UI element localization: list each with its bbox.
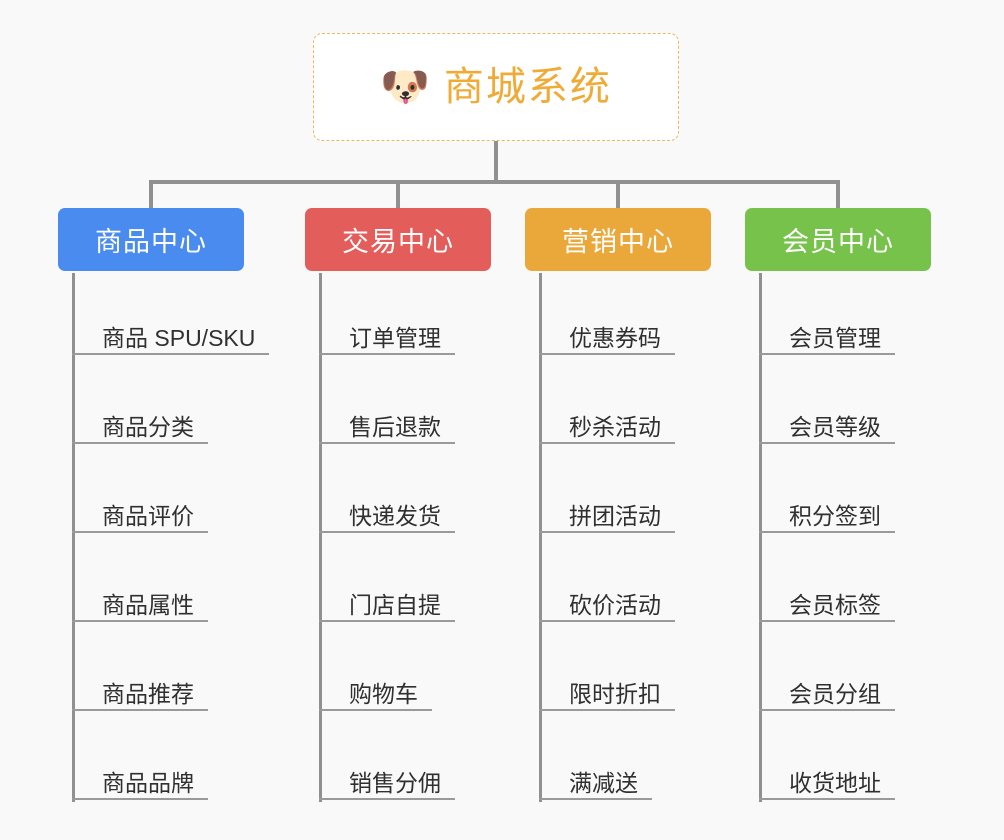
root-title: 商城系统 xyxy=(443,65,612,109)
leaf-item-label: 秒杀活动 xyxy=(569,414,661,440)
category-header-1[interactable]: 商品中心 xyxy=(58,208,244,271)
leaf-item-label: 会员标签 xyxy=(789,592,881,618)
leaf-item-underline xyxy=(759,798,895,800)
leaf-item-underline xyxy=(319,531,455,533)
leaf-item-underline xyxy=(319,620,455,622)
column-spine-4 xyxy=(759,273,762,802)
leaf-item-label: 优惠券码 xyxy=(569,325,661,351)
leaf-item-underline xyxy=(759,353,895,355)
leaf-item-label: 满减送 xyxy=(569,770,638,796)
category-header-label: 交易中心 xyxy=(342,227,454,257)
leaf-item-underline xyxy=(72,531,208,533)
category-header-4[interactable]: 会员中心 xyxy=(745,208,931,271)
branch-drop-connector-4 xyxy=(836,180,840,208)
leaf-item-label: 限时折扣 xyxy=(569,681,661,707)
leaf-item-label: 订单管理 xyxy=(349,325,441,351)
dog-face-icon: 🐶 xyxy=(380,65,430,109)
leaf-item-underline xyxy=(539,798,652,800)
leaf-item-label: 会员分组 xyxy=(789,681,881,707)
category-header-label: 会员中心 xyxy=(782,227,894,257)
leaf-item-label: 售后退款 xyxy=(349,414,441,440)
leaf-item-underline xyxy=(759,620,895,622)
column-spine-1 xyxy=(72,273,75,802)
category-header-3[interactable]: 营销中心 xyxy=(525,208,711,271)
leaf-item-label: 销售分佣 xyxy=(349,770,441,796)
leaf-item-underline xyxy=(539,353,675,355)
leaf-item-underline xyxy=(319,709,432,711)
leaf-item-underline xyxy=(539,442,675,444)
leaf-item-underline xyxy=(759,442,895,444)
leaf-item-label: 门店自提 xyxy=(349,592,441,618)
leaf-item-underline xyxy=(319,353,455,355)
category-header-2[interactable]: 交易中心 xyxy=(305,208,491,271)
leaf-item-label: 快递发货 xyxy=(349,503,441,529)
leaf-item-underline xyxy=(759,709,895,711)
leaf-item-label: 购物车 xyxy=(349,681,418,707)
leaf-item-underline xyxy=(72,798,208,800)
leaf-item-underline xyxy=(759,531,895,533)
leaf-item-underline xyxy=(72,620,208,622)
root-stem-connector xyxy=(494,141,498,184)
leaf-item-label: 商品 SPU/SKU xyxy=(102,325,256,351)
leaf-item-underline xyxy=(539,620,675,622)
leaf-item-label: 拼团活动 xyxy=(569,503,661,529)
column-spine-2 xyxy=(319,273,322,802)
leaf-item-label: 商品属性 xyxy=(102,592,194,618)
leaf-item-label: 积分签到 xyxy=(789,503,881,529)
leaf-item-label: 砍价活动 xyxy=(569,592,661,618)
leaf-item-underline xyxy=(319,442,455,444)
leaf-item-label: 商品推荐 xyxy=(102,681,194,707)
leaf-item-underline xyxy=(72,442,208,444)
category-header-label: 商品中心 xyxy=(95,227,207,257)
leaf-item-label: 商品分类 xyxy=(102,414,194,440)
root-node[interactable]: 🐶 商城系统 xyxy=(313,33,679,141)
leaf-item-label: 商品品牌 xyxy=(102,770,194,796)
leaf-item-underline xyxy=(539,531,675,533)
leaf-item-label: 收货地址 xyxy=(789,770,881,796)
branch-drop-connector-3 xyxy=(616,180,620,208)
category-header-label: 营销中心 xyxy=(562,227,674,257)
leaf-item-underline xyxy=(72,709,208,711)
branch-drop-connector-2 xyxy=(396,180,400,208)
horizontal-bus-connector xyxy=(149,180,840,184)
leaf-item-label: 会员管理 xyxy=(789,325,881,351)
leaf-item-underline xyxy=(72,353,269,355)
branch-drop-connector-1 xyxy=(149,180,153,208)
leaf-item-underline xyxy=(319,798,455,800)
column-spine-3 xyxy=(539,273,542,802)
leaf-item-label: 会员等级 xyxy=(789,414,881,440)
leaf-item-label: 商品评价 xyxy=(102,503,194,529)
leaf-item-underline xyxy=(539,709,675,711)
